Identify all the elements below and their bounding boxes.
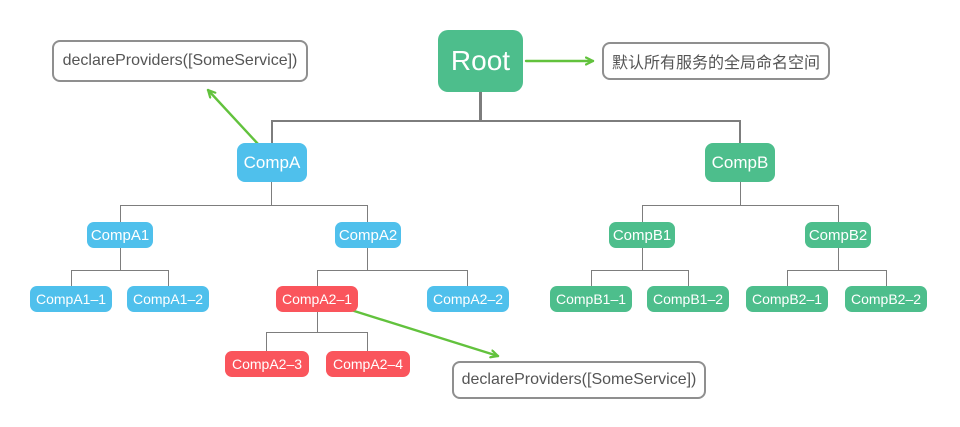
- node-compB: CompB: [705, 143, 775, 182]
- connector-compA2-h: [317, 270, 468, 271]
- node-compA: CompA: [237, 143, 307, 182]
- annotation-declare-providers-top: declareProviders([SomeService]): [52, 40, 308, 82]
- connector-to-compA1: [120, 205, 121, 222]
- connector-root-stem: [479, 92, 482, 122]
- node-compB1: CompB1: [609, 222, 675, 248]
- connector-root-to-compA: [271, 120, 273, 143]
- connector-to-compB2-2: [886, 270, 887, 286]
- node-compA2-4: CompA2–4: [326, 351, 410, 377]
- node-compA2-2: CompA2–2: [427, 286, 509, 312]
- connector-compA-stem: [271, 182, 272, 206]
- connector-to-compA2-1: [317, 270, 318, 286]
- connector-to-compA2: [367, 205, 368, 222]
- connector-to-compB1: [642, 205, 643, 222]
- connector-compB1-stem: [642, 248, 643, 271]
- connector-compA-h: [120, 205, 368, 206]
- connector-compA2-1-stem: [317, 312, 318, 333]
- connector-to-compB1-1: [591, 270, 592, 286]
- connector-to-compA1-1: [71, 270, 72, 286]
- connector-compA1-h: [71, 270, 169, 271]
- node-compB1-1: CompB1–1: [550, 286, 632, 312]
- arrow-compA2-1-to-providers-note: [349, 308, 500, 356]
- connector-to-compA2-4: [367, 332, 368, 351]
- arrow-compA-to-providers-note: [206, 88, 260, 146]
- node-root: Root: [438, 30, 523, 92]
- node-compB2-1: CompB2–1: [746, 286, 828, 312]
- annotation-declare-providers-bottom: declareProviders([SomeService]): [452, 361, 706, 399]
- connector-to-compB1-2: [688, 270, 689, 286]
- node-compB2-2: CompB2–2: [845, 286, 927, 312]
- node-compA2: CompA2: [335, 222, 401, 248]
- connector-compA2-stem: [367, 248, 368, 271]
- connector-compB1-h: [591, 270, 689, 271]
- node-compA1-1: CompA1–1: [30, 286, 112, 312]
- connector-compA2-1-h: [266, 332, 368, 333]
- connector-to-compA2-2: [467, 270, 468, 286]
- annotation-global-namespace: 默认所有服务的全局命名空间: [602, 42, 830, 80]
- connector-to-compA2-3: [266, 332, 267, 351]
- connector-to-compB2: [838, 205, 839, 222]
- connector-compB-stem: [740, 182, 741, 206]
- connector-compB2-h: [787, 270, 887, 271]
- node-compA2-1: CompA2–1: [276, 286, 358, 312]
- node-compA2-3: CompA2–3: [225, 351, 309, 377]
- node-compB2: CompB2: [805, 222, 871, 248]
- connector-to-compA1-2: [168, 270, 169, 286]
- connector-compB2-stem: [838, 248, 839, 271]
- connector-compA1-stem: [120, 248, 121, 271]
- connector-root-to-compB: [739, 120, 741, 143]
- connector-to-compB2-1: [787, 270, 788, 286]
- connector-compB-h: [642, 205, 839, 206]
- node-compA1: CompA1: [87, 222, 153, 248]
- connector-root-h: [271, 120, 741, 122]
- node-compA1-2: CompA1–2: [127, 286, 209, 312]
- node-compB1-2: CompB1–2: [647, 286, 729, 312]
